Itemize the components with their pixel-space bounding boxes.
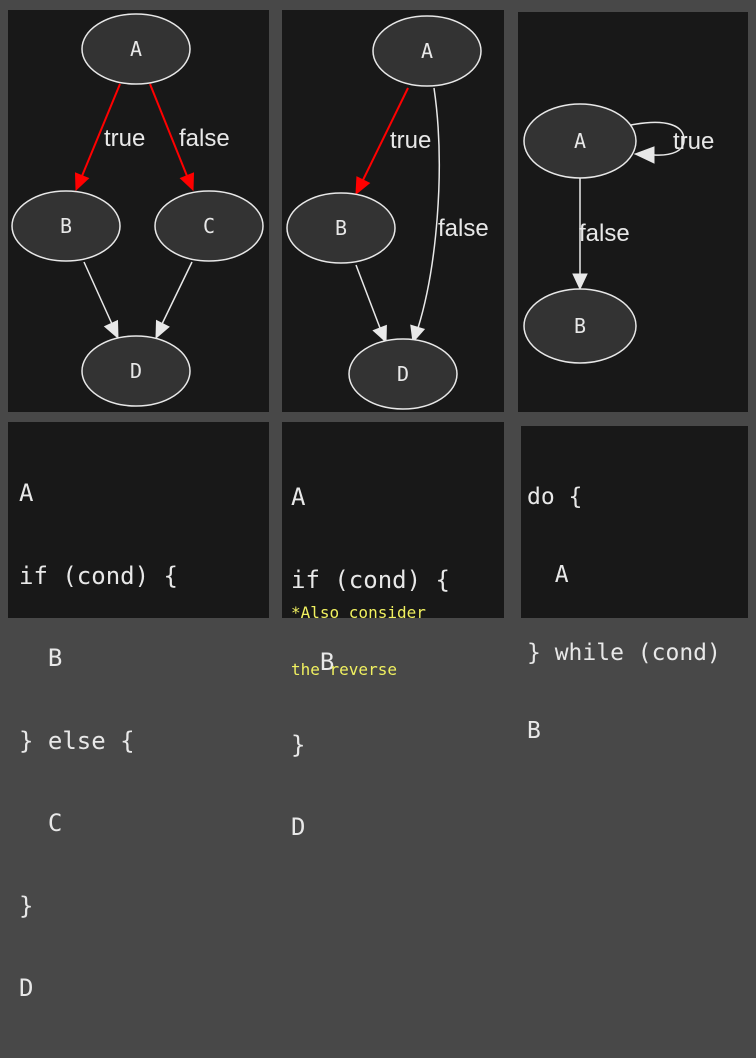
- if-else-graph: true false A B C D: [11, 13, 264, 407]
- edge-a-b-arrowhead: [572, 273, 588, 291]
- edge-b-d: [83, 261, 113, 325]
- edge-c-d: [161, 261, 193, 325]
- node-d-label: D: [397, 362, 409, 386]
- if-else-graph-panel: true false A B C D: [8, 10, 269, 412]
- node-a-label: A: [130, 37, 142, 61]
- do-while-graph: true false A B: [523, 103, 714, 364]
- code-line: if (cond) {: [19, 561, 178, 590]
- code-line: C: [19, 809, 63, 837]
- code-line: D: [291, 813, 306, 841]
- edge-a-b: [362, 87, 409, 181]
- code-line: } else {: [19, 726, 135, 755]
- node-a-label: A: [421, 39, 433, 63]
- code-line: } while (cond): [527, 640, 721, 666]
- node-d: D: [81, 335, 191, 407]
- code-line: }: [19, 891, 34, 920]
- edge-a-a: [630, 121, 685, 156]
- edge-a-d-label: false: [438, 215, 489, 242]
- node-a: A: [523, 103, 637, 179]
- node-a: A: [81, 13, 191, 85]
- node-a-label: A: [574, 129, 586, 153]
- node-d: D: [348, 338, 458, 410]
- node-b-label: B: [60, 214, 72, 238]
- edge-a-b-label: true: [104, 125, 145, 152]
- edge-a-d: [417, 87, 440, 329]
- code-line: D: [19, 974, 34, 1002]
- do-while-code: do { A } while (cond) B: [527, 432, 721, 796]
- do-while-code-panel: do { A } while (cond) B: [521, 426, 748, 744]
- node-b-label: B: [335, 216, 347, 240]
- if-else-code: A if (cond) { B } else { C } D: [19, 425, 178, 1058]
- edge-a-b: [81, 83, 121, 177]
- node-b-label: B: [574, 314, 586, 338]
- node-b: B: [523, 288, 637, 364]
- note-line: the reverse: [291, 660, 397, 679]
- edge-a-b-arrowhead: [355, 176, 371, 196]
- node-b: B: [286, 192, 396, 264]
- edge-b-d-arrowhead: [372, 324, 387, 344]
- edge-a-b-arrowhead: [74, 172, 90, 192]
- do-while-graph-panel: true false A B: [518, 12, 748, 412]
- edge-a-a-label: true: [673, 128, 714, 155]
- code-line: B: [527, 718, 541, 744]
- edge-a-c: [149, 83, 188, 177]
- edge-a-d-arrowhead: [410, 324, 426, 344]
- code-line: A: [527, 562, 569, 588]
- node-c-label: C: [203, 214, 215, 238]
- edge-b-d: [355, 264, 381, 329]
- edge-a-b-label: false: [579, 220, 630, 247]
- code-line: B: [19, 644, 63, 672]
- node-b: B: [11, 190, 121, 262]
- code-line: A: [19, 479, 34, 507]
- if-then-graph: true false A B D: [286, 15, 489, 410]
- if-else-code-panel: A if (cond) { B } else { C } D: [8, 422, 269, 1002]
- node-d-label: D: [130, 359, 142, 383]
- edge-b-d-arrowhead: [103, 319, 119, 340]
- reverse-note: *Also consider the reverse: [291, 565, 426, 717]
- edge-a-a-arrowhead: [633, 146, 655, 164]
- edge-a-c-arrowhead: [179, 172, 195, 192]
- edge-a-b-label: true: [390, 127, 431, 154]
- edge-a-c-label: false: [179, 125, 230, 152]
- code-line: if (cond) {: [291, 565, 450, 594]
- node-c: C: [154, 190, 264, 262]
- note-line: *Also consider: [291, 603, 426, 622]
- code-line: do {: [527, 484, 583, 510]
- code-line: }: [291, 730, 306, 759]
- if-then-graph-panel: true false A B D: [282, 10, 504, 412]
- node-a: A: [372, 15, 482, 87]
- edge-c-d-arrowhead: [155, 319, 170, 340]
- code-line: A: [291, 483, 306, 511]
- if-then-code-panel: A if (cond) { B } D *Also consider the r…: [282, 422, 504, 841]
